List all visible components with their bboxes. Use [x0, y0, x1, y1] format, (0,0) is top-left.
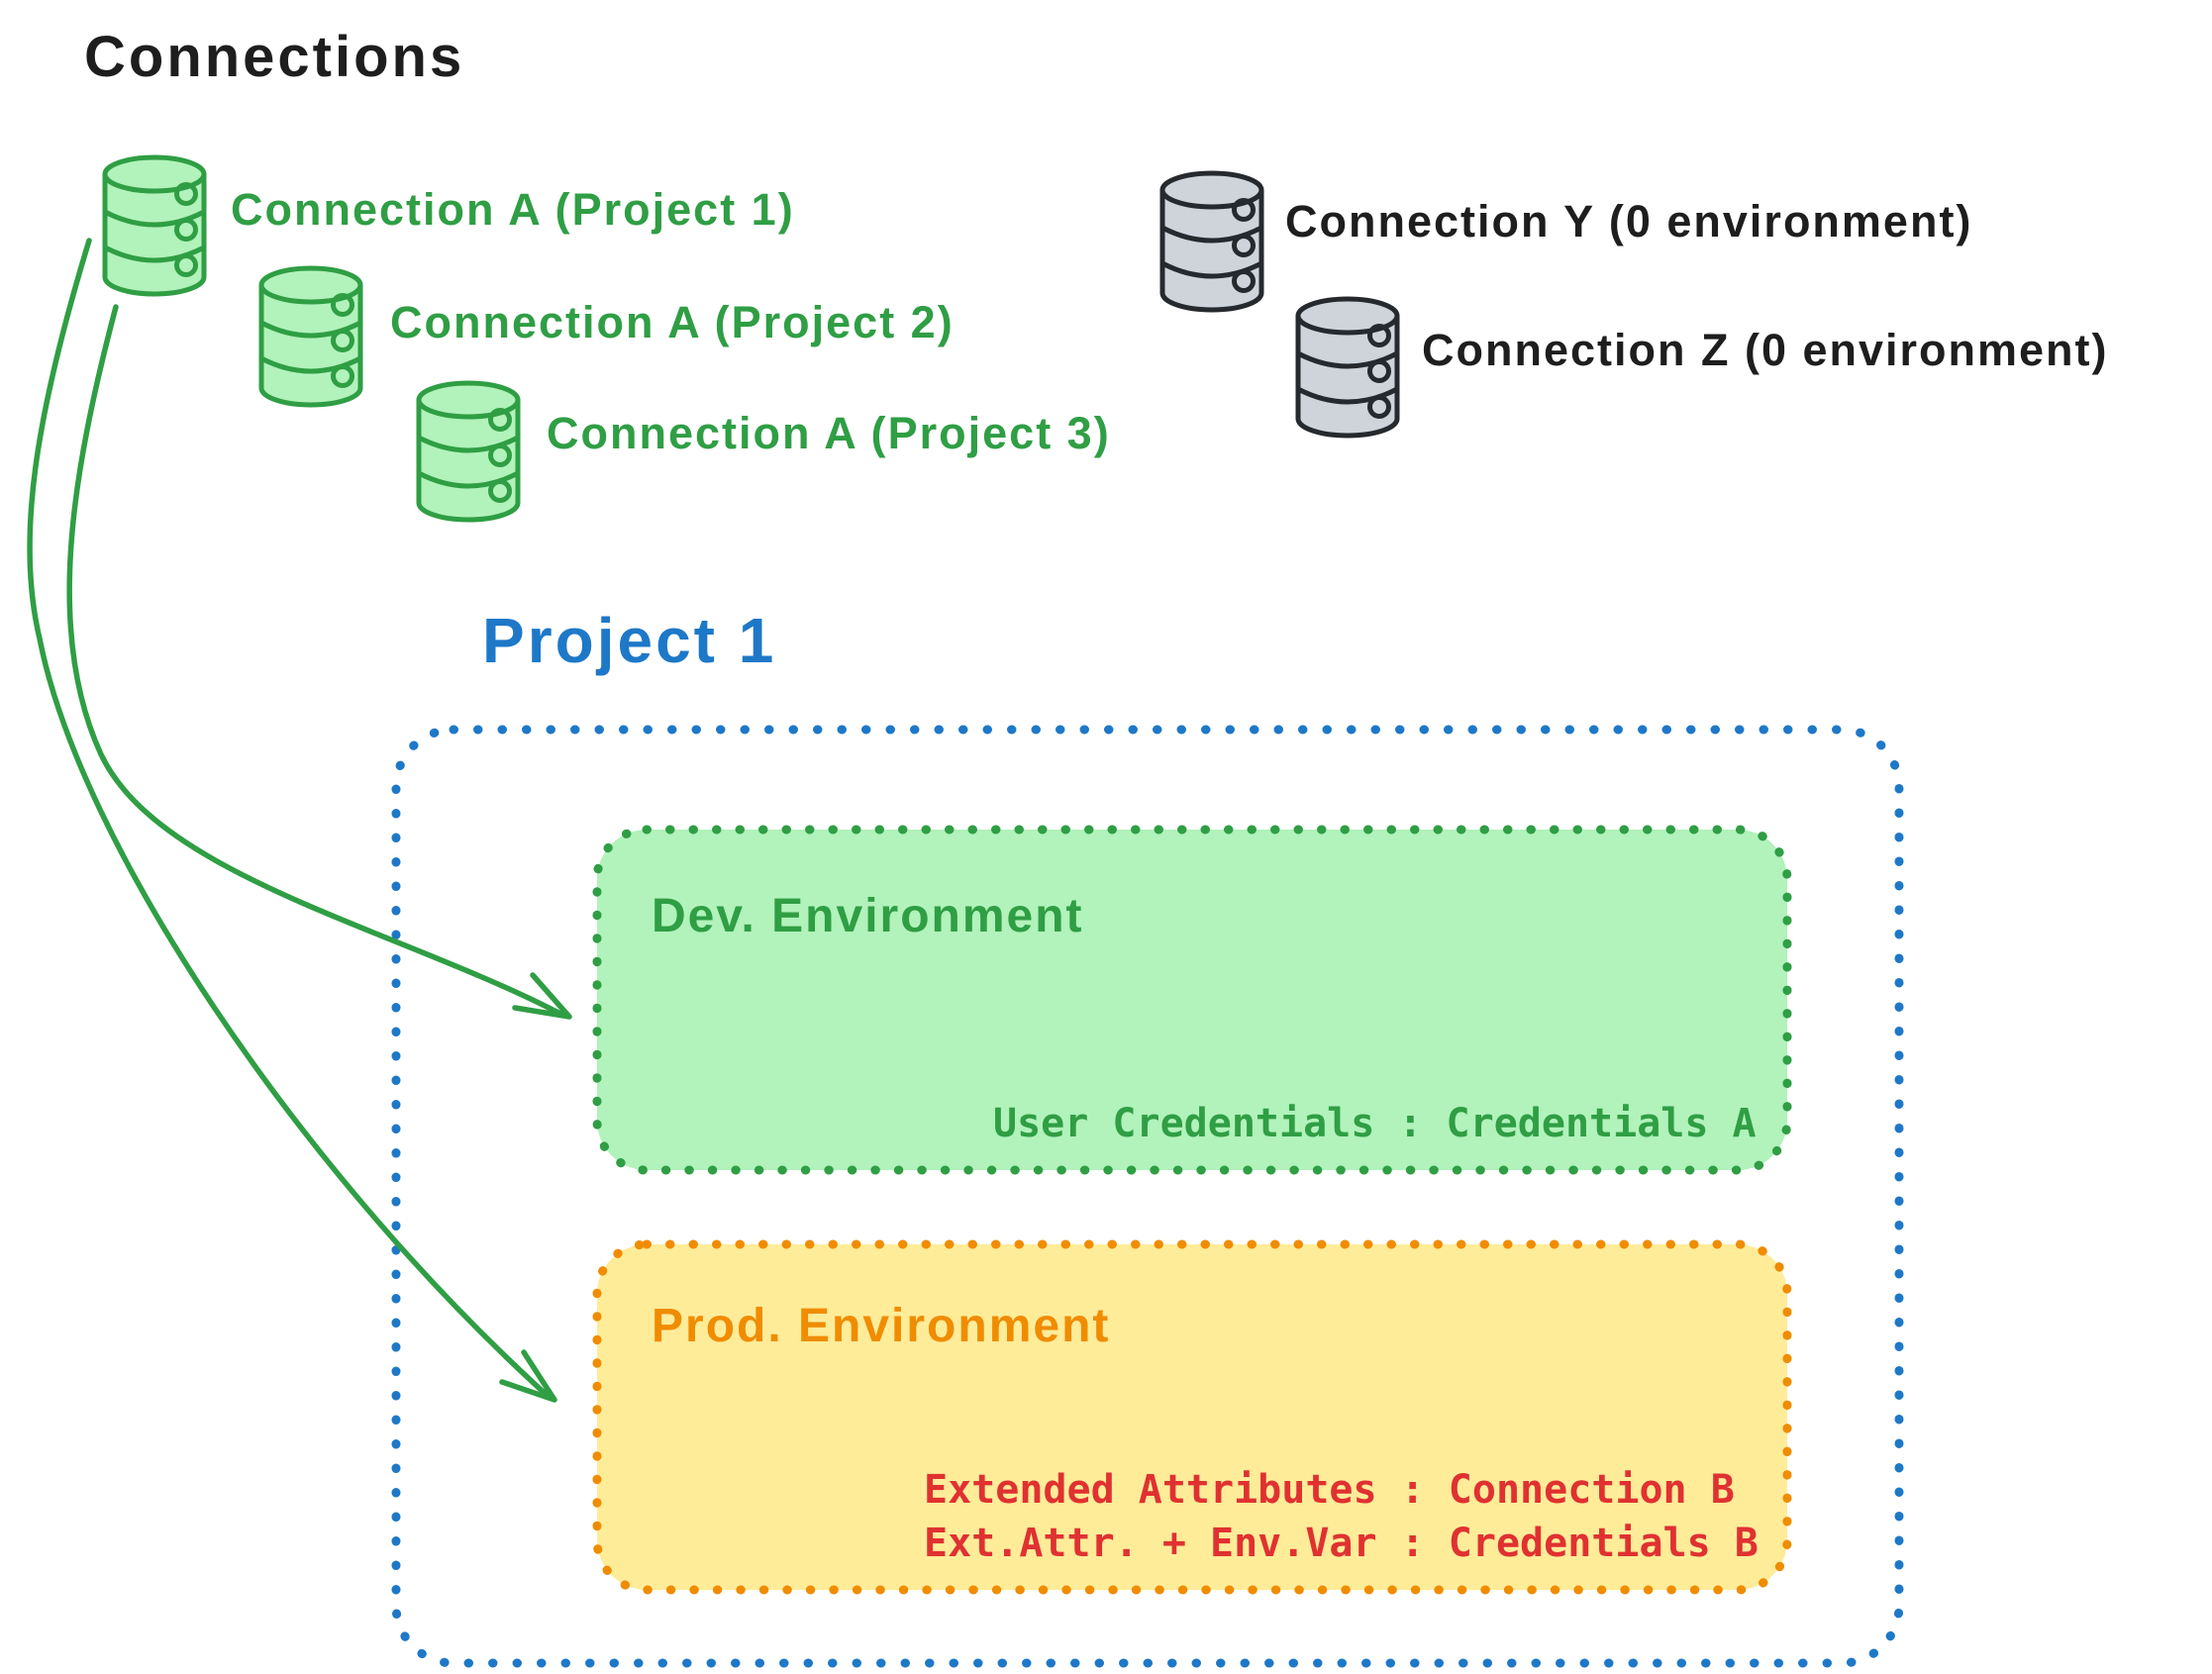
arrow-connection-a-to-prod-environment — [27, 238, 557, 1403]
dev-environment-title: Dev. Environment — [652, 890, 1084, 942]
prod-environment-box — [592, 1239, 1792, 1595]
prod-environment-title: Prod. Environment — [652, 1300, 1111, 1352]
connection-z-label: Connection Z (0 environment) — [1422, 325, 2109, 375]
database-icon-connection-a-project-3 — [419, 383, 518, 520]
connection-a-project-1-label: Connection A (Project 1) — [231, 184, 795, 235]
database-icon-connection-a-project-1 — [105, 157, 204, 294]
dev-environment-credentials-text: User Credentials : Credentials A — [993, 1101, 1757, 1146]
project1-container-box — [391, 725, 1904, 1668]
connection-a-project-2-label: Connection A (Project 2) — [390, 297, 955, 347]
project1-title: Project 1 — [482, 605, 777, 676]
database-icon-connection-z — [1298, 299, 1397, 436]
prod-extended-attributes-line: Extended Attributes : Connection B — [924, 1467, 1735, 1513]
database-icon-connection-y — [1162, 173, 1261, 310]
prod-environment-credentials-text: Extended Attributes : Connection B Ext.A… — [924, 1463, 1759, 1570]
prod-ext-attr-env-var-line: Ext.Attr. + Env.Var : Credentials B — [924, 1521, 1759, 1566]
database-icon-connection-a-project-2 — [261, 268, 360, 405]
page-title: Connections — [84, 25, 465, 89]
connection-y-label: Connection Y (0 environment) — [1285, 196, 1973, 246]
arrow-connection-a-to-dev-environment — [66, 304, 572, 1020]
connection-a-project-3-label: Connection A (Project 3) — [547, 408, 1111, 458]
dev-environment-box — [592, 825, 1792, 1175]
